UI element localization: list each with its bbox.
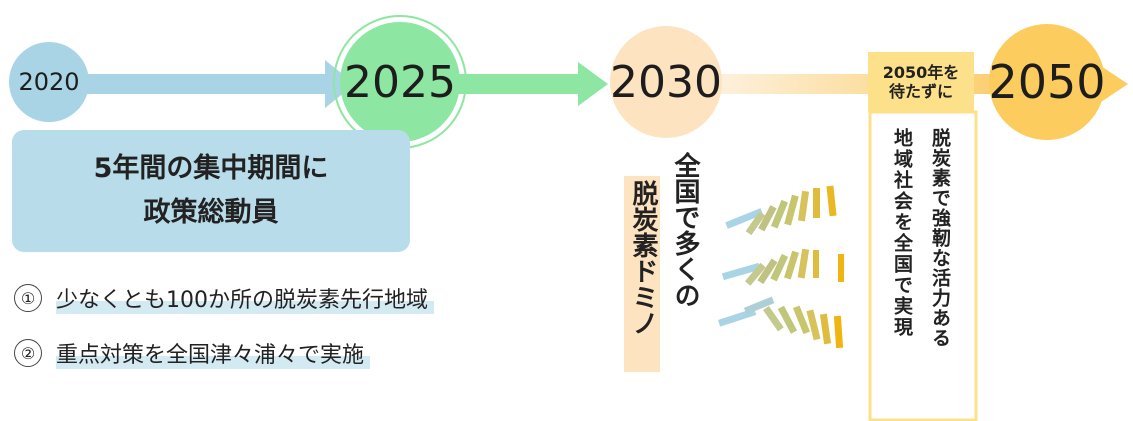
circle-2050 bbox=[989, 24, 1105, 140]
list-item-2: ② 重点対策を全国津々浦々で実施 bbox=[14, 337, 371, 369]
resilient-society-text-left: 地域社会を全国で実現 bbox=[891, 128, 913, 338]
before-2050-tag: 2050年を 待たずに bbox=[868, 52, 974, 112]
year-2020: 2020 bbox=[18, 68, 80, 96]
arrow-2020-2025 bbox=[80, 74, 330, 94]
year-2030: 2030 bbox=[610, 56, 722, 108]
arrowhead-2025-2030 bbox=[578, 62, 608, 106]
box-line-2: 政策総動員 bbox=[143, 197, 279, 228]
item-number-1: ① bbox=[14, 284, 42, 312]
resilient-society-text-right: 脱炭素で強靭な活力ある bbox=[929, 128, 951, 348]
domino-row-2 bbox=[721, 248, 844, 286]
domino-row-1 bbox=[725, 185, 837, 236]
item-number-2: ② bbox=[14, 339, 42, 367]
arrowhead-2020-2025 bbox=[325, 60, 355, 108]
box-line-1: 5年間の集中期間に bbox=[93, 153, 329, 184]
year-2050: 2050 bbox=[988, 55, 1106, 109]
domino-label-bg bbox=[624, 176, 660, 372]
right-panel-border bbox=[868, 110, 978, 421]
domino-row-3 bbox=[718, 296, 844, 349]
domino-text-right: 全国で多くの bbox=[670, 152, 700, 308]
year-2025: 2025 bbox=[344, 56, 456, 108]
circle-2025 bbox=[340, 22, 460, 142]
policy-mobilization-box: 5年間の集中期間に 政策総動員 bbox=[12, 130, 410, 252]
item-text-1: 少なくとも100か所の脱炭素先行地域 bbox=[56, 282, 434, 314]
circle-2020 bbox=[9, 42, 89, 122]
domino-text-left: 脱炭素ドミノ bbox=[628, 180, 658, 336]
list-item-1: ① 少なくとも100か所の脱炭素先行地域 bbox=[14, 282, 434, 314]
circle-2030 bbox=[610, 26, 722, 138]
arrow-2025-2030 bbox=[455, 74, 585, 94]
item-text-2: 重点対策を全国津々浦々で実施 bbox=[56, 337, 371, 369]
